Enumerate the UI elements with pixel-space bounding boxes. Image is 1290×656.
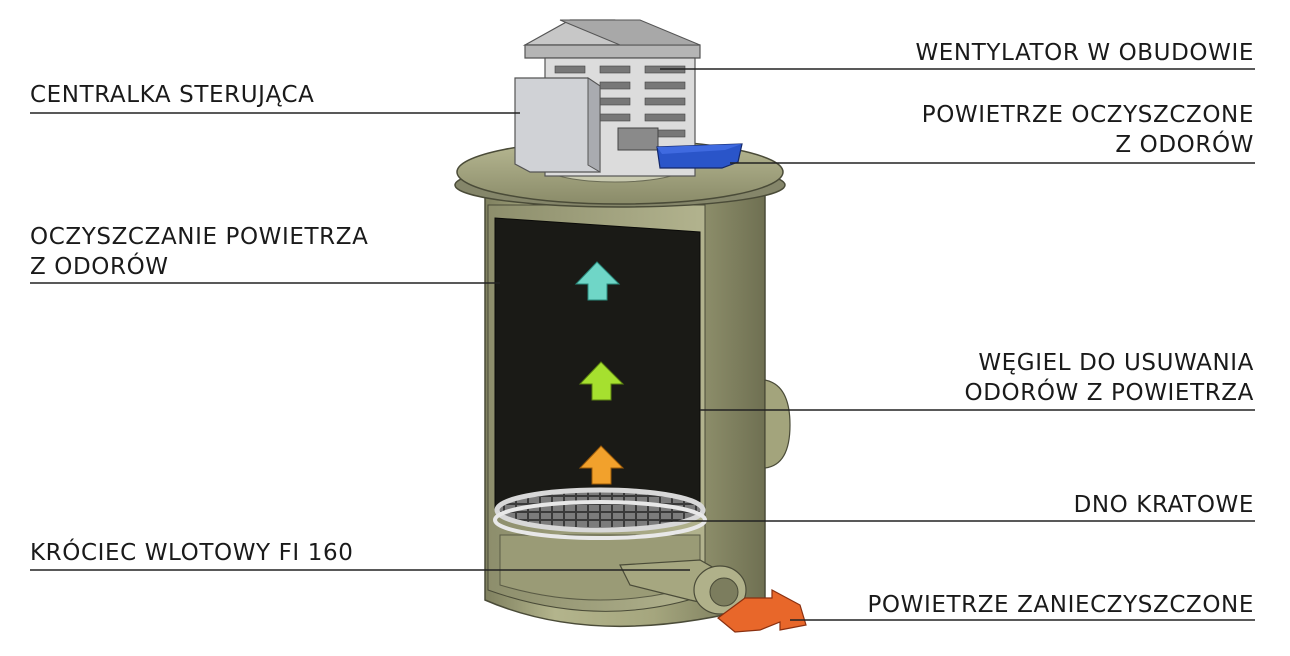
label-powietrze-oczyszczone: POWIETRZE OCZYSZCZONE Z ODORÓW <box>922 100 1254 160</box>
label-oczyszczanie-line2: Z ODORÓW <box>30 254 169 280</box>
label-krociec-text: KRÓCIEC WLOTOWY FI 160 <box>30 540 354 566</box>
label-oczyszczanie-line1: OCZYSZCZANIE POWIETRZA <box>30 224 369 250</box>
tank <box>484 194 791 627</box>
label-oczyszczanie: OCZYSZCZANIE POWIETRZA Z ODORÓW <box>30 222 368 282</box>
flow-arrow-top-icon <box>574 261 621 301</box>
side-flange <box>764 379 791 469</box>
label-krociec: KRÓCIEC WLOTOWY FI 160 <box>30 538 353 568</box>
label-powietrze-oczyszczone-line1: POWIETRZE OCZYSZCZONE <box>921 102 1254 128</box>
flow-arrow-low-icon <box>578 445 625 485</box>
label-wegiel-line2: ODORÓW Z POWIETRZA <box>964 380 1254 406</box>
label-centralka: CENTRALKA STERUJĄCA <box>30 80 314 110</box>
grate-rim <box>493 500 707 540</box>
clean-air-outlet <box>617 127 743 169</box>
label-wentylator-text: WENTYLATOR W OBUDOWIE <box>915 40 1254 66</box>
label-dno: DNO KRATOWE <box>1074 490 1254 520</box>
inlet-pipe <box>619 559 747 615</box>
label-wegiel-line1: WĘGIEL DO USUWANIA <box>978 350 1254 376</box>
label-powietrze-oczyszczone-line2: Z ODORÓW <box>1115 132 1254 158</box>
label-zanieczyszczone: POWIETRZE ZANIECZYSZCZONE <box>867 590 1254 620</box>
leader-lines <box>30 68 1255 621</box>
control-box <box>514 77 601 173</box>
label-dno-text: DNO KRATOWE <box>1073 492 1254 518</box>
grate-floor <box>494 487 706 533</box>
label-centralka-text: CENTRALKA STERUJĄCA <box>30 82 315 108</box>
flow-arrow-mid-icon <box>578 361 625 401</box>
label-zanieczyszczone-text: POWIETRZE ZANIECZYSZCZONE <box>867 592 1254 618</box>
flow-arrows <box>574 261 625 485</box>
dirty-air-arrow-icon <box>717 588 807 633</box>
label-wegiel: WĘGIEL DO USUWANIA ODORÓW Z POWIETRZA <box>965 348 1254 408</box>
label-wentylator: WENTYLATOR W OBUDOWIE <box>915 38 1254 68</box>
